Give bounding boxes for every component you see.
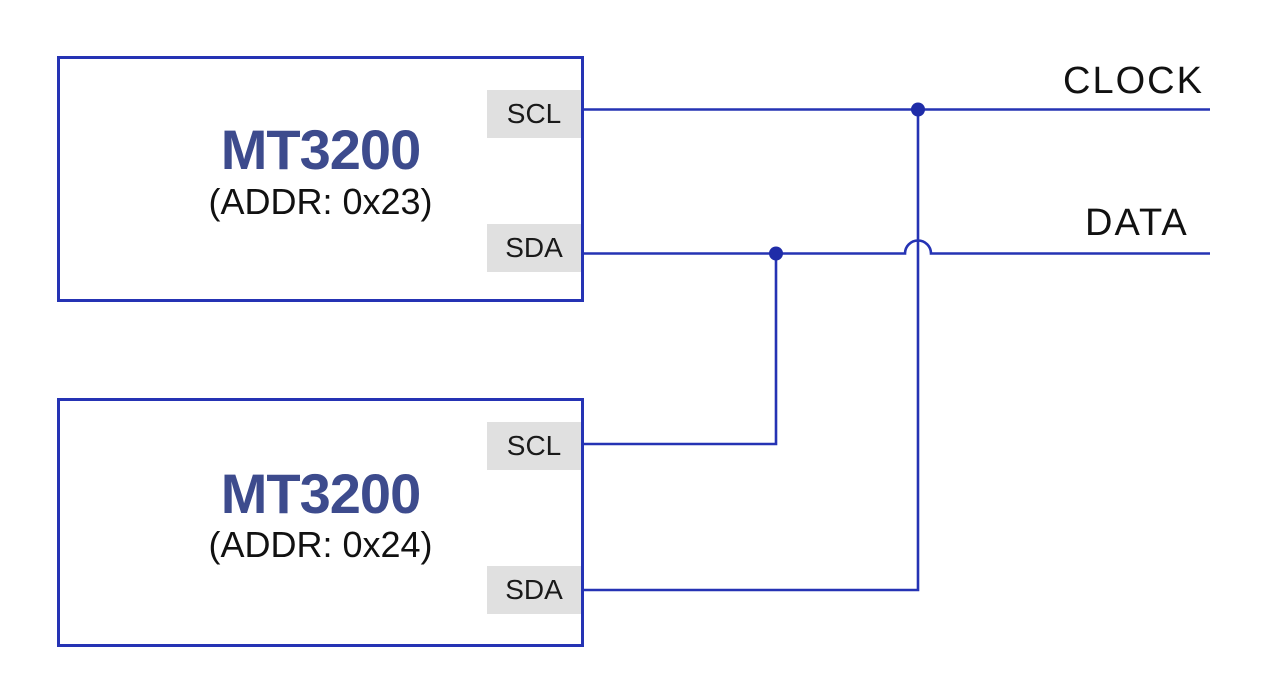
device1-box: MT3200 (ADDR: 0x23) SCL SDA: [57, 56, 584, 302]
device2-pin-scl: SCL: [487, 422, 581, 470]
data-junction-dot: [769, 246, 783, 261]
device1-pin-scl: SCL: [487, 90, 581, 138]
device1-pin-sda: SDA: [487, 224, 581, 272]
device2-name: MT3200: [220, 461, 421, 525]
device1-name: MT3200: [220, 118, 421, 182]
device2-address: (ADDR: 0x24): [208, 524, 433, 566]
clock-junction-dot: [911, 102, 925, 117]
device2-scl-branch-wire: [584, 253, 778, 446]
device1-address: (ADDR: 0x23): [208, 180, 433, 222]
device2-sda-branch-wire: [584, 109, 920, 592]
data-bus-label: DATA: [1085, 202, 1189, 244]
clock-bus-label: CLOCK: [1063, 60, 1204, 102]
device2-box: MT3200 (ADDR: 0x24) SCL SDA: [57, 398, 584, 647]
device2-pin-sda: SDA: [487, 566, 581, 614]
